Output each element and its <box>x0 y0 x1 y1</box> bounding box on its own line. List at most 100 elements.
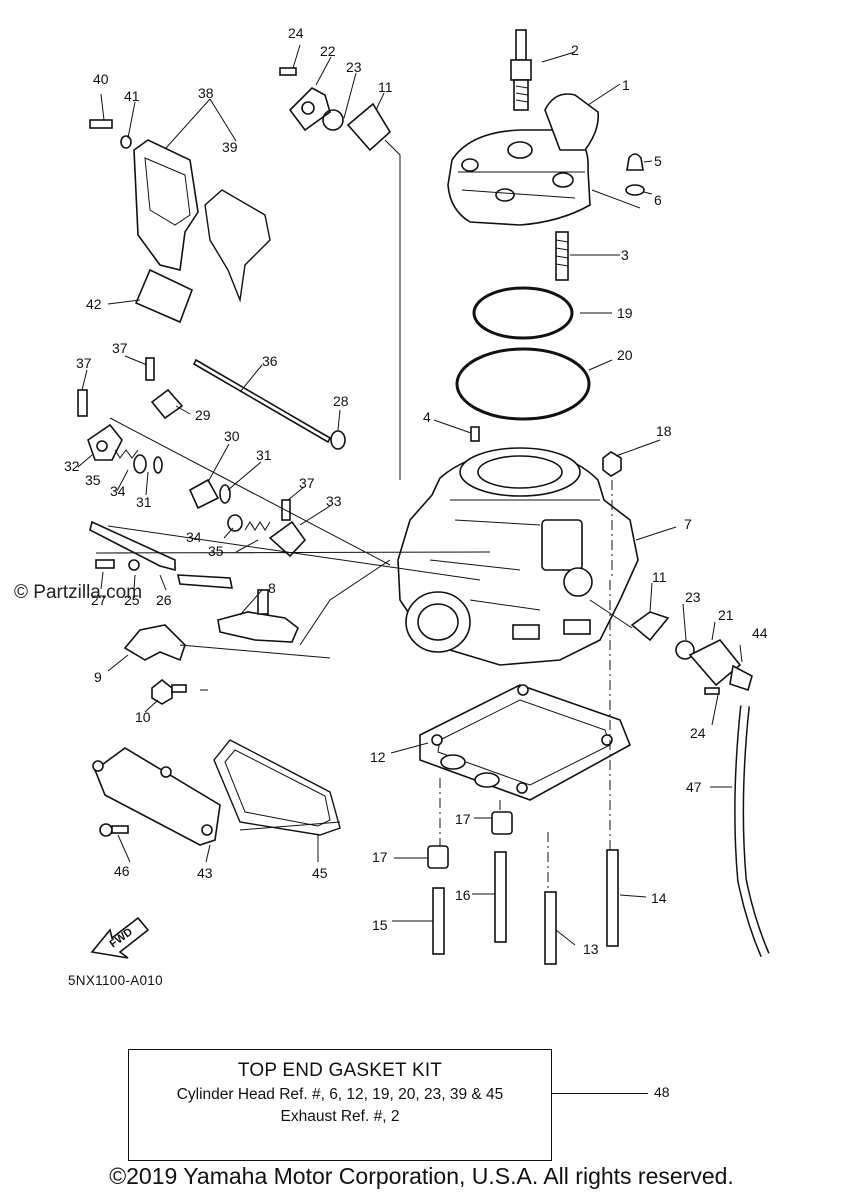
callout-43: 43 <box>197 865 213 881</box>
copyright-text: ©2019 Yamaha Motor Corporation, U.S.A. A… <box>109 1163 734 1189</box>
spring-34b-part <box>227 514 271 532</box>
callout-27: 27 <box>91 592 107 608</box>
callout-24b: 24 <box>690 725 706 741</box>
cover-43-part <box>92 747 221 846</box>
callout-34a: 34 <box>110 483 126 499</box>
clip-9-part <box>123 624 186 662</box>
callout-30: 30 <box>224 428 240 444</box>
fwd-arrow-icon: FWD <box>90 916 150 959</box>
callout-1: 1 <box>622 77 630 93</box>
callout-numbers: 1 2 3 4 5 6 7 8 9 10 11 11 12 13 14 15 1… <box>64 25 768 957</box>
callout-47: 47 <box>686 779 702 795</box>
lever-33-part <box>268 499 307 558</box>
diagram-code: 5NX1100-A010 <box>68 973 163 988</box>
screw-46-part <box>99 823 129 837</box>
callout-37a: 37 <box>112 340 128 356</box>
callout-17a: 17 <box>455 811 471 827</box>
callout-2: 2 <box>571 42 579 58</box>
dowel-17-part <box>427 845 449 869</box>
spring-35-part <box>114 449 163 474</box>
callout-8: 8 <box>268 580 276 596</box>
callout-46: 46 <box>114 863 130 879</box>
callout-37b: 37 <box>76 355 92 371</box>
callout-11b: 11 <box>652 569 667 585</box>
exhaust-valve-holder-part <box>630 611 753 695</box>
callout-17b: 17 <box>372 849 388 865</box>
stud-13-part <box>544 891 557 965</box>
watermark-text: © Partzilla.com <box>14 582 143 603</box>
dowel-17b-part <box>491 811 513 835</box>
callout-25: 25 <box>124 592 140 608</box>
bolt-10-part <box>151 678 187 705</box>
base-gasket-part <box>419 684 632 801</box>
reference-lines <box>95 139 641 892</box>
callout-35b: 35 <box>208 543 224 559</box>
gasket-kit-box: TOP END GASKET KIT Cylinder Head Ref. #,… <box>128 1049 552 1161</box>
callout-23a: 23 <box>346 59 362 75</box>
o-ring-23-part <box>322 109 344 131</box>
cylinder-part <box>397 447 639 666</box>
flange-bolt-part <box>602 451 622 477</box>
cap-nut-part <box>625 153 645 196</box>
callout-36: 36 <box>262 353 278 369</box>
callout-28: 28 <box>333 393 349 409</box>
callout-23b: 23 <box>685 589 701 605</box>
callout-6: 6 <box>654 192 662 208</box>
plate-26-part <box>89 520 233 589</box>
bracket-30-part <box>188 478 231 510</box>
kit-ref-number: 48 <box>654 1084 670 1100</box>
callout-16: 16 <box>455 887 471 903</box>
stud-bolt-part <box>555 231 569 281</box>
washer-28-part <box>330 430 346 450</box>
gasket-45-part <box>213 739 341 836</box>
callout-3: 3 <box>621 247 629 263</box>
callout-29: 29 <box>195 407 211 423</box>
callout-39: 39 <box>222 139 238 155</box>
callout-42: 42 <box>86 296 102 312</box>
callout-18: 18 <box>656 423 672 439</box>
cylinder-head-part <box>447 93 600 226</box>
valve-11-part <box>346 102 392 152</box>
callout-24a: 24 <box>288 25 304 41</box>
callout-31b: 31 <box>136 494 152 510</box>
callout-14: 14 <box>651 890 667 906</box>
stud-15-part <box>432 887 445 955</box>
callout-34b: 34 <box>186 529 202 545</box>
gasket-39-part <box>204 189 271 303</box>
callout-41: 41 <box>124 88 140 104</box>
callout-26: 26 <box>156 592 172 608</box>
kit-line-1: Cylinder Head Ref. #, 6, 12, 19, 20, 23,… <box>176 1086 504 1103</box>
spark-plug-part <box>510 29 532 111</box>
o-ring-20-part <box>455 347 591 421</box>
callout-33: 33 <box>326 493 342 509</box>
callout-20: 20 <box>617 347 633 363</box>
callout-40: 40 <box>93 71 109 87</box>
rod-36-part <box>192 358 332 444</box>
dowel-pin-part <box>470 426 480 442</box>
callout-22: 22 <box>320 43 336 59</box>
kit-leader-line <box>552 1093 648 1094</box>
valve-cover-38-part <box>133 139 199 271</box>
lever-8-part <box>217 589 299 643</box>
callout-10: 10 <box>135 709 151 725</box>
stud-14-part <box>606 849 619 947</box>
callout-5: 5 <box>654 153 662 169</box>
callout-21: 21 <box>718 607 734 623</box>
callout-15: 15 <box>372 917 388 933</box>
callout-4: 4 <box>423 409 431 425</box>
lever-32-part <box>77 389 123 461</box>
bolt-40-part <box>89 119 132 149</box>
callout-13: 13 <box>583 941 599 957</box>
callout-35a: 35 <box>85 472 101 488</box>
callout-38: 38 <box>198 85 214 101</box>
callout-19: 19 <box>617 305 633 321</box>
leader-lines <box>77 44 743 946</box>
callout-9: 9 <box>94 669 102 685</box>
kit-title: TOP END GASKET KIT <box>237 1060 443 1081</box>
cap-42-part <box>134 268 194 324</box>
kit-line-2: Exhaust Ref. #, 2 <box>280 1108 400 1125</box>
o-ring-19-part <box>472 286 574 340</box>
callout-11a: 11 <box>378 79 393 95</box>
valve-cover-22-part <box>279 67 331 132</box>
